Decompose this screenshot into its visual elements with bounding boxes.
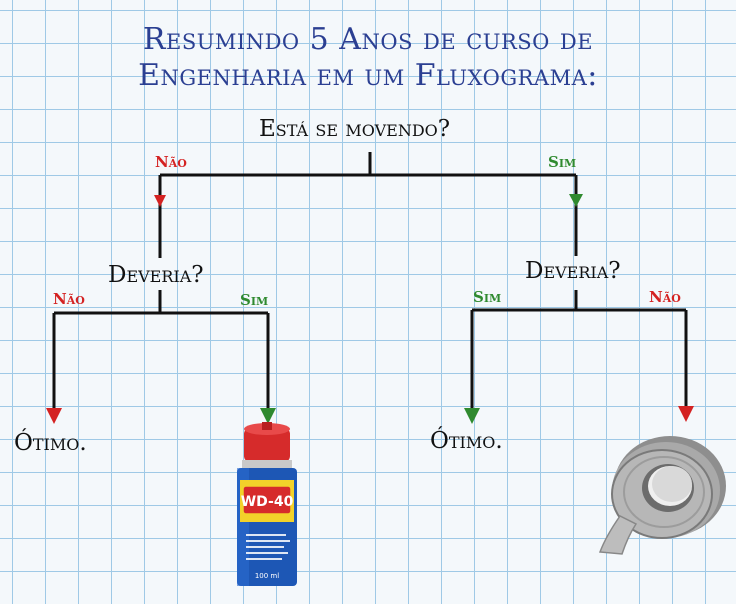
right-question: Deveria? [525, 258, 621, 284]
left-branch-label: Não [155, 153, 187, 171]
left-no-result: Ótimo. [14, 430, 87, 456]
right-branch-arrow [569, 194, 583, 207]
left-yes-label: Sim [240, 291, 269, 309]
right-no-label: Não [649, 288, 681, 306]
can-brand-text: WD-40 [241, 494, 294, 510]
left-no-label: Não [53, 290, 85, 308]
right-yes-arrow [464, 408, 480, 424]
left-no-arrow [46, 408, 62, 424]
left-yes-arrow [260, 408, 276, 424]
page-title: Resumindo 5 Anos de curso de Engenharia … [0, 22, 736, 94]
title-line-1: Resumindo 5 Anos de curso de [142, 22, 594, 57]
can-volume-text: 100 ml [255, 572, 279, 580]
right-branch-label: Sim [548, 153, 577, 171]
duct-tape-roll-icon [598, 436, 726, 555]
title-line-2: Engenharia em um Fluxograma: [138, 58, 598, 93]
wd40-can-icon: WD-40 100 ml [237, 422, 297, 586]
root-question: Está se movendo? [259, 116, 451, 142]
right-yes-label: Sim [473, 288, 502, 306]
left-question: Deveria? [108, 262, 204, 288]
left-branch-arrow [154, 195, 166, 207]
right-no-arrow [678, 406, 694, 422]
right-yes-result: Ótimo. [430, 428, 503, 454]
